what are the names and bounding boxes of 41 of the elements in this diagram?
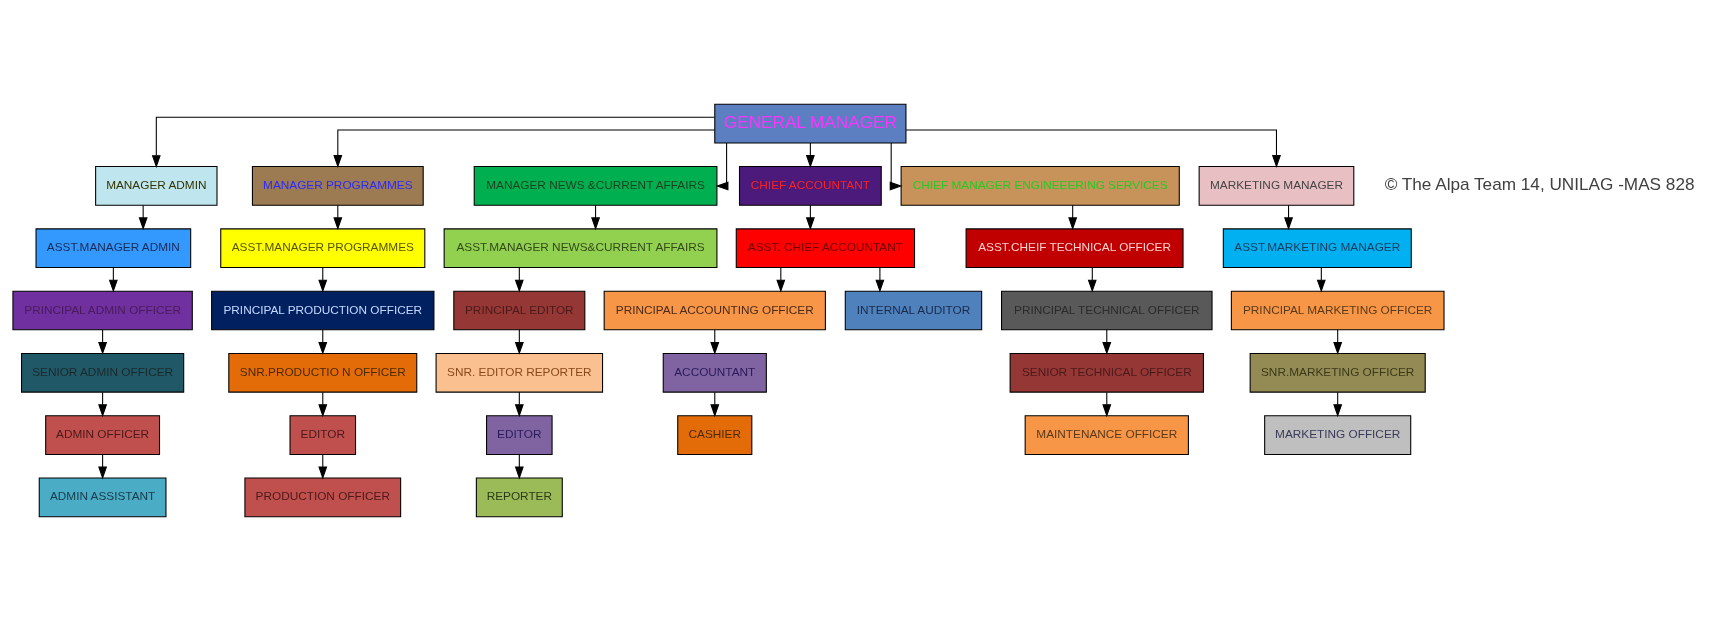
node-box: SNR.PRODUCTIO N OFFICER: [228, 352, 418, 393]
node-box: MAINTENANCE OFFICER: [1024, 415, 1189, 455]
node-box: ADMIN ASSISTANT: [38, 477, 167, 518]
node-box: ASST.MANAGER NEWS&CURRENT AFFAIRS: [443, 228, 718, 269]
arrow: [875, 267, 885, 293]
arrow: [889, 142, 903, 191]
node-box: SNR.MARKETING OFFICER: [1249, 352, 1426, 393]
node-box: ASST.MANAGER ADMIN: [35, 228, 192, 269]
arrow: [151, 116, 716, 168]
node-box: MANAGER ADMIN: [95, 166, 218, 206]
node-box: CASHIER: [677, 415, 753, 455]
node-box: ADMIN OFFICER: [45, 415, 161, 455]
arrow: [333, 129, 716, 168]
node-box: MANAGER PROGRAMMES: [251, 166, 424, 206]
node-box: ACCOUNTANT: [662, 352, 767, 393]
node-box: REPORTER: [475, 477, 563, 518]
node-box: PRODUCTION OFFICER: [244, 477, 402, 518]
label: © The Alpa Team 14, UNILAG -MAS 828: [1384, 174, 1695, 194]
node-box: ASST.MARKETING MANAGER: [1222, 228, 1412, 269]
arrow: [905, 129, 1281, 168]
node-box: INTERNAL AUDITOR: [844, 290, 983, 331]
node-box: EDITOR: [486, 415, 553, 455]
node-box: ASST.MANAGER PROGRAMMES: [220, 228, 426, 269]
node-box: ASST.CHEIF TECHNICAL OFFICER: [965, 228, 1184, 269]
node-box: SNR. EDITOR REPORTER: [435, 352, 604, 393]
node-box: MARKETING MANAGER: [1198, 166, 1355, 206]
arrow: [715, 142, 729, 191]
node-box: MARKETING OFFICER: [1264, 415, 1412, 455]
node-box: ASST. CHIEF ACCOUNTANT: [735, 228, 916, 269]
node-box: PRINCIPAL MARKETING OFFICER: [1230, 290, 1445, 331]
node-box: PRINCIPAL ACCOUNTING OFFICER: [603, 290, 826, 331]
node-box: GENERAL MANAGER: [714, 103, 907, 144]
node-box: EDITOR: [289, 415, 357, 455]
node-box: PRINCIPAL ADMIN OFFICER: [12, 290, 193, 331]
node-box: CHIEF MANAGER ENGINEEERING SERVICES: [900, 166, 1180, 206]
node-box: MANAGER NEWS &CURRENT AFFAIRS: [473, 166, 718, 206]
node-box: CHIEF ACCOUNTANT: [738, 166, 882, 206]
node-box: SENIOR ADMIN OFFICER: [21, 352, 185, 393]
node-box: SENIOR TECHNICAL OFFICER: [1009, 352, 1204, 393]
node-box: PRINCIPAL PRODUCTION OFFICER: [211, 290, 435, 331]
node-box: PRINCIPAL EDITOR: [453, 290, 586, 331]
